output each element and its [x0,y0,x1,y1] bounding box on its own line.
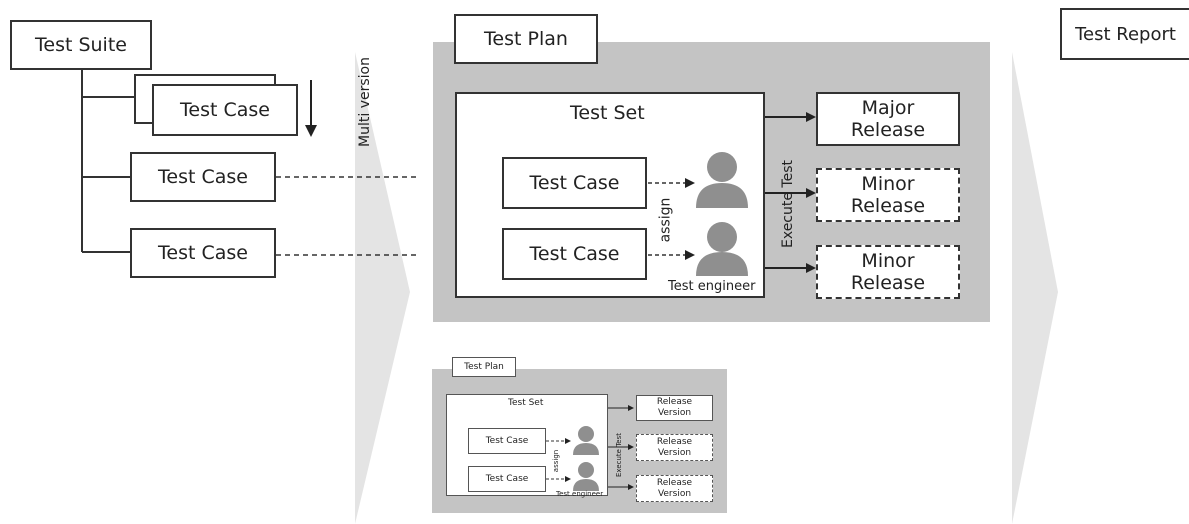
mini-release-1-line2: Version [657,408,692,418]
minor-release-box-1: Minor Release [816,168,960,222]
minor-release-2-line2: Release [850,272,926,294]
test-set-label: Test Set [570,102,645,124]
plan-arrows [648,112,816,276]
test-report-label: Test Report [1075,23,1176,45]
mini-engineer-icon-1 [573,426,599,455]
mini-execute-test-label: Execute Test [615,432,624,478]
minor-release-1-line1: Minor [861,173,915,195]
mini-release-box-2: Release Version [636,434,713,461]
test-report-box: Test Report [1060,8,1189,60]
test-engineer-label: Test engineer [668,279,756,294]
minor-release-2-line1: Minor [861,250,915,272]
test-plan-tab: Test Plan [454,14,598,64]
suite-test-case-a: Test Case [130,152,276,202]
test-suite-label: Test Suite [35,34,127,56]
mini-test-case-b: Test Case [468,466,546,492]
mini-test-case-a-label: Test Case [485,436,529,446]
suite-tree-lines [81,70,420,256]
mini-release-3-line2: Version [657,488,692,499]
mini-release-box-3: Release Version [636,475,713,502]
mini-release-2-line2: Version [657,447,692,458]
suite-test-case-a-label: Test Case [158,166,248,188]
suite-test-case-b-label: Test Case [158,242,248,264]
mini-assign-label: assign [552,449,561,473]
major-release-line2: Release [850,119,926,141]
mini-test-case-b-label: Test Case [485,474,529,484]
plan-test-case-a: Test Case [502,157,647,209]
plan-test-case-a-label: Test Case [529,172,620,194]
suite-test-case-b: Test Case [130,228,276,278]
test-case-versioned-label: Test Case [180,99,270,121]
minor-release-box-2: Minor Release [816,245,960,299]
mini-test-plan-tab: Test Plan [452,357,516,377]
major-release-box: Major Release [816,92,960,146]
engineer-icon-1 [696,152,748,208]
mini-engineer-icon-2 [573,462,599,491]
mini-release-2-line1: Release [656,436,693,447]
mini-release-3-line1: Release [656,477,693,488]
mini-test-case-a: Test Case [468,428,546,454]
minor-release-1-line2: Release [850,195,926,217]
mini-test-engineer-label: Test engineer [556,490,604,498]
test-plan-label: Test Plan [484,28,568,50]
major-release-line1: Major [861,97,915,119]
engineer-icon-2 [696,222,748,276]
plan-test-case-b: Test Case [502,228,647,280]
mini-test-set-label: Test Set [508,398,544,408]
mini-release-box-1: Release Version [636,395,713,421]
mini-release-1-line1: Release [656,397,693,407]
test-suite-box: Test Suite [10,20,152,70]
test-case-versioned: Test Case [152,84,298,136]
plan-test-case-b-label: Test Case [529,243,620,265]
mini-test-plan-label: Test Plan [464,362,504,372]
